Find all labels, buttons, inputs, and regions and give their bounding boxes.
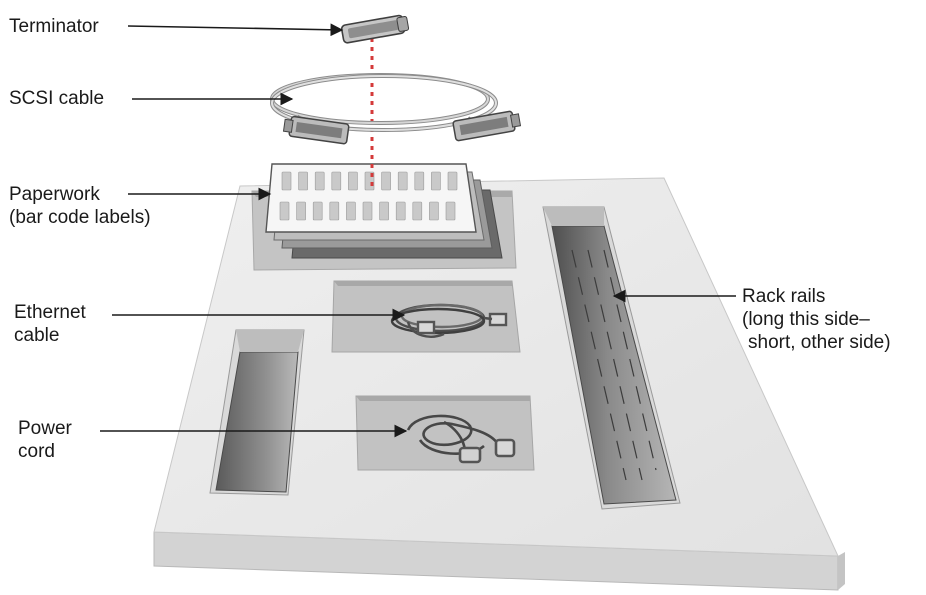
barcode-label-cell [329, 201, 340, 221]
barcode-label-cell [314, 171, 325, 191]
paperwork-icon [265, 163, 503, 259]
terminator-label: Terminator [9, 15, 99, 38]
rack-rail-well-short [209, 329, 305, 496]
terminator-leader [127, 23, 344, 37]
barcode-label-cell [429, 201, 439, 221]
rack-rails-label-line-2: (long this side– [742, 309, 870, 330]
barcode-label-cell [298, 171, 308, 191]
power-cord-label-line-1: Power [18, 418, 72, 439]
ethernet-cable-label-line-2: cable [14, 325, 60, 346]
barcode-label-cell [296, 201, 306, 221]
rack-rail-icon [571, 249, 657, 481]
barcode-label-cell [346, 201, 356, 221]
ethernet-cable-label-line-1: Ethernet [14, 302, 86, 323]
barcode-label-cell [362, 201, 373, 221]
paperwork-label-line-2: (bar code labels) [9, 207, 151, 228]
barcode-label-cell [379, 201, 389, 221]
barcode-label-cell [431, 171, 441, 191]
paperwork-label-line-1: Paperwork [9, 184, 100, 205]
rack-rails-label: Rack rails (long this side– short, other… [742, 285, 891, 354]
scsi-cable-label: SCSI cable [9, 87, 104, 110]
terminator-label-text: Terminator [9, 16, 99, 37]
power-cord-icon [406, 414, 516, 464]
terminator-icon [340, 14, 410, 44]
rack-rails-label-line-1: Rack rails [742, 286, 826, 307]
barcode-label-cell [331, 171, 342, 191]
barcode-label-cell [381, 171, 391, 191]
ethernet-cable-label: Ethernet cable [14, 301, 86, 347]
power-cord-well [355, 395, 535, 471]
paperwork-label: Paperwork (bar code labels) [9, 183, 151, 229]
barcode-label-cell [412, 201, 423, 221]
power-cord-label: Power cord [18, 417, 72, 463]
barcode-label-cell [397, 171, 408, 191]
barcode-label-cell [348, 171, 358, 191]
rack-rails-label-line-3: short, other side) [748, 332, 891, 353]
barcode-label-cell [281, 171, 292, 191]
rack-rail-well-long [542, 206, 681, 510]
leader-lines [100, 23, 736, 438]
barcode-label-cell [447, 171, 458, 191]
power-cord-label-line-2: cord [18, 441, 55, 462]
barcode-label-cell [312, 201, 323, 221]
barcode-label-cell [395, 201, 406, 221]
scsi-cable-icon [270, 73, 522, 145]
barcode-label-cell [445, 201, 456, 221]
barcode-label-cell [279, 201, 290, 221]
barcode-label-cell [414, 171, 425, 191]
ethernet-cable-well [331, 280, 521, 353]
scsi-cable-label-text: SCSI cable [9, 88, 105, 109]
